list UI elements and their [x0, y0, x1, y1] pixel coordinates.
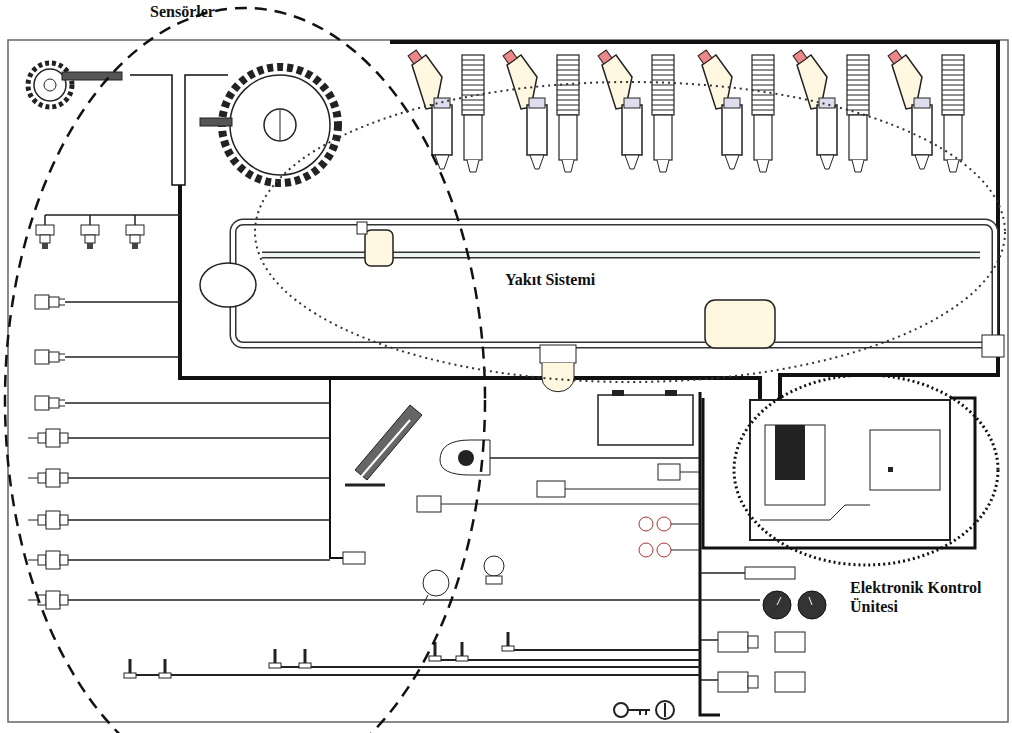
region-label: Elektronik Kontrol Ünitesi	[848, 578, 992, 616]
region-label: Yakıt Sistemi	[503, 270, 597, 289]
region-label: Sensörler	[150, 2, 215, 21]
